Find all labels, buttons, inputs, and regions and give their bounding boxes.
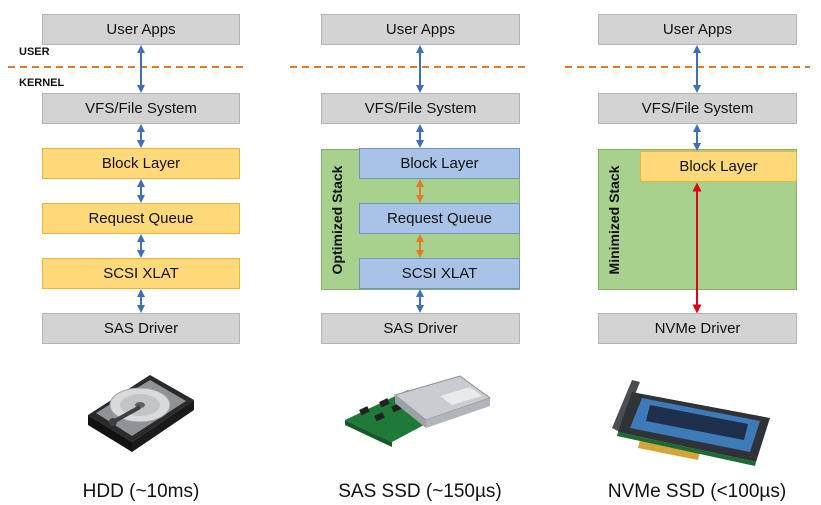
hdd-caption: HDD (~10ms) xyxy=(82,481,200,502)
user-space-label: USER xyxy=(19,46,50,58)
sas-request-queue: Request Queue xyxy=(359,203,520,234)
nvme-block-layer: Block Layer xyxy=(640,151,797,182)
kernel-space-label: KERNEL xyxy=(19,77,65,89)
hdd-request-queue: Request Queue xyxy=(42,203,240,234)
sas-ssd-illustration xyxy=(345,375,492,447)
sas-block-layer: Block Layer xyxy=(359,148,520,179)
hdd-user-apps: User Apps xyxy=(42,14,240,45)
sas-scsi-xlat: SCSI XLAT xyxy=(359,258,520,289)
sas-sas-driver: SAS Driver xyxy=(321,313,520,344)
nvme-user-apps: User Apps xyxy=(598,14,797,45)
hdd-scsi-xlat: SCSI XLAT xyxy=(42,258,240,289)
sas-user-apps: User Apps xyxy=(321,14,520,45)
hdd-block-layer: Block Layer xyxy=(42,148,240,179)
sas-vfs-file-system: VFS/File System xyxy=(321,93,520,124)
nvme-vfs-file-system: VFS/File System xyxy=(598,93,797,124)
hdd-sas-driver: SAS Driver xyxy=(42,313,240,344)
hdd-vfs-file-system: VFS/File System xyxy=(42,93,240,124)
nvme-nvme-driver: NVMe Driver xyxy=(598,313,797,344)
sas-ssd-caption: SAS SSD (~150µs) xyxy=(338,481,502,502)
nvme-ssd-caption: NVMe SSD (<100µs) xyxy=(607,481,787,502)
hdd-illustration xyxy=(88,375,194,452)
nvme-ssd-illustration xyxy=(612,380,770,466)
